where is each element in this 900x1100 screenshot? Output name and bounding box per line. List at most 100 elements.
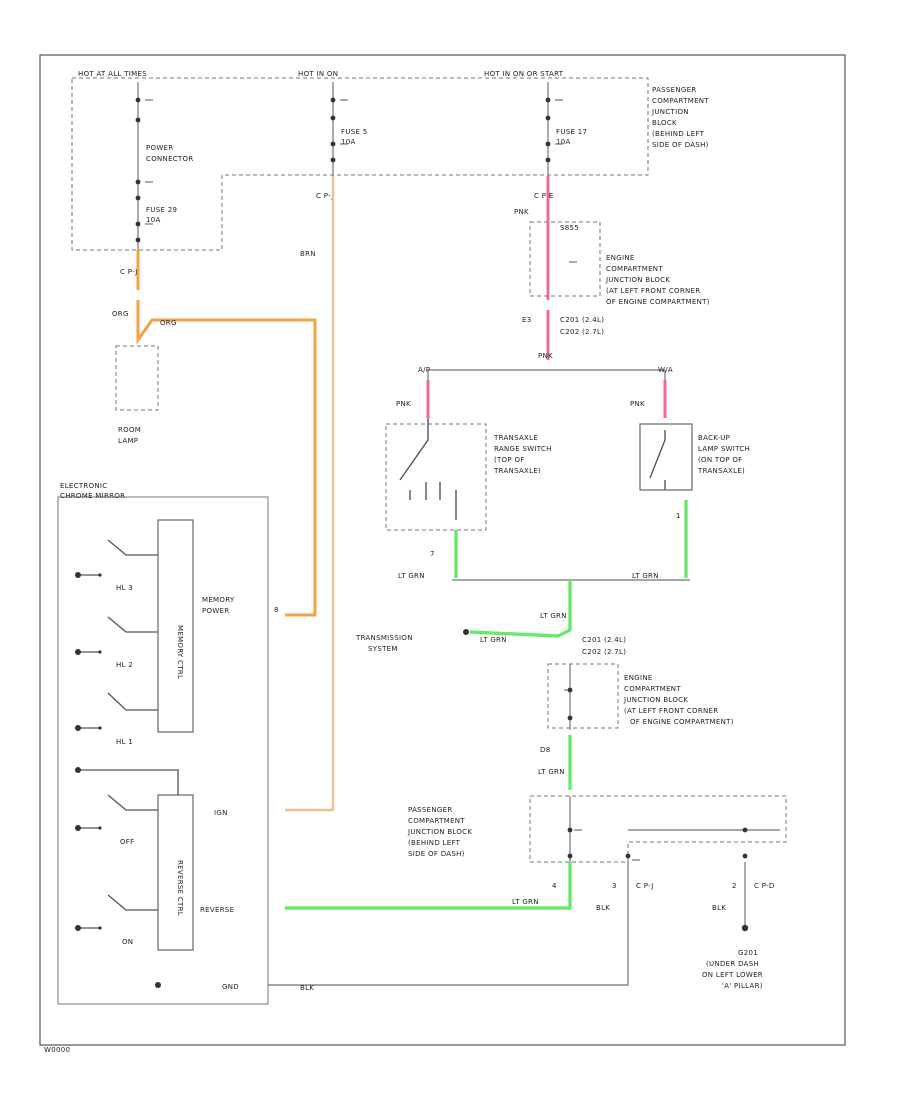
label-ecm-title: ELECTRONIC CHROME MIRROR: [60, 482, 125, 500]
label-dome-lamp: ROOM LAMP: [118, 426, 144, 445]
ecjb-2-box: [547, 663, 619, 729]
pcjb-bottom-node-c: [742, 827, 748, 833]
label-pin-4: 4: [552, 882, 557, 890]
label-ground: GND: [222, 983, 239, 991]
mirror-switches: [78, 539, 179, 929]
label-c-p-j: C P-J: [636, 882, 654, 890]
label-lt-grn-4: LT GRN: [480, 636, 507, 644]
conn-label-1: C P-J: [120, 268, 138, 276]
conn-label-3: C P-E: [534, 192, 554, 200]
label-pin-1: 1: [676, 512, 681, 520]
bus-2-node-d: [330, 157, 336, 163]
bus-1-node-f: [135, 237, 141, 243]
wire-orange-main: [136, 250, 317, 617]
label-transmission-system: TRANSMISSION SYSTEM: [355, 634, 415, 653]
label-blk-3: BLK: [300, 984, 314, 992]
label-pin-2: 2: [732, 882, 737, 890]
label-blk-1: BLK: [596, 904, 610, 912]
label-lt-grn-2: LT GRN: [632, 572, 659, 580]
label-lt-grn-6: LT GRN: [512, 898, 539, 906]
label-pin-e3: E3: [522, 316, 531, 324]
label-hot-in-on-or-start: HOT IN ON OR START: [484, 70, 564, 78]
pcjb-top-outline: [71, 77, 649, 251]
bus-1-node-d: [135, 195, 141, 201]
conn-label-2: C P-J: [316, 192, 334, 200]
label-lt-grn-3: LT GRN: [540, 612, 567, 620]
label-blk-2: BLK: [712, 904, 726, 912]
backup-lamp-switch-box: [639, 423, 693, 491]
label-wire-org-2: ORG: [160, 319, 177, 327]
label-fuse-5: FUSE 5 10A: [341, 128, 370, 146]
label-hot-at-all-times: HOT AT ALL TIMES: [78, 70, 147, 78]
label-reverse-ctrl: REVERSE CTRL: [176, 860, 184, 916]
bus-3-node-a: [545, 97, 551, 103]
bus-1-node-c: [135, 179, 141, 185]
label-pin-8: 8: [274, 606, 279, 614]
label-pnk-left: PNK: [396, 400, 411, 408]
dome-lamp-box: [115, 345, 159, 411]
label-pin-wa: W/A: [658, 366, 673, 374]
label-hot-in-on: HOT IN ON: [298, 70, 338, 78]
label-c-p-d: C P-D: [754, 882, 775, 890]
wire-green-trunk: [469, 580, 572, 638]
bus-2-node-c: [330, 141, 336, 147]
wire-green-mirror: [285, 862, 572, 910]
diagram-id: W0000: [44, 1046, 70, 1054]
label-d8: D8: [540, 746, 550, 754]
label-pcjb-bottom: PASSENGER COMPARTMENT JUNCTION BLOCK (BE…: [407, 806, 475, 858]
pcjb-bottom-node-b: [567, 853, 573, 859]
label-lt-grn-5: LT GRN: [538, 768, 565, 776]
label-hl2: HL 2: [116, 661, 133, 669]
ecjb-1-box: [529, 221, 601, 297]
label-pin-ap: A/P: [418, 366, 430, 374]
label-lt-grn-1: LT GRN: [398, 572, 425, 580]
label-c201-bottom: C201 (2.4L): [582, 636, 626, 644]
bus-1-node-e: [135, 221, 141, 227]
ecjb-2-node-b: [567, 715, 573, 721]
pcjb-bottom-node-a: [567, 827, 573, 833]
bus-3-node-d: [545, 157, 551, 163]
label-on: ON: [122, 938, 133, 946]
bus-2-node-b: [330, 115, 336, 121]
label-pnk-bus: PNK: [538, 352, 553, 360]
bus-3-node-c: [545, 141, 551, 147]
trans-range-switch-box: [385, 423, 487, 531]
label-ecjb-2: ENGINE COMPARTMENT JUNCTION BLOCK (AT LE…: [623, 674, 734, 726]
label-reverse: REVERSE: [200, 906, 234, 914]
bus-1-node-b: [135, 117, 141, 123]
label-power-connector: POWER CONNECTOR: [146, 144, 194, 163]
backup-lamp-switch-contact: [649, 430, 666, 490]
label-ignition: IGN: [214, 809, 228, 817]
bus-1-node-a: [135, 97, 141, 103]
label-ecjb-1: ENGINE COMPARTMENT JUNCTION BLOCK (AT LE…: [605, 254, 710, 306]
mirror-switch-dots: [75, 572, 161, 988]
label-backup-lamp-switch: BACK-UP LAMP SWITCH (ON TOP OF TRANSAXLE…: [697, 434, 753, 475]
label-off: OFF: [120, 838, 134, 846]
label-hl3: HL 3: [116, 584, 133, 592]
label-c202-bottom: C202 (2.7L): [582, 648, 626, 656]
wire-black-ground: [160, 862, 629, 986]
ecjb-2-node-a: [567, 687, 573, 693]
label-memory-ctrl: MEMORY CTRL: [176, 625, 184, 679]
label-pnk-right: PNK: [630, 400, 645, 408]
label-trans-range-switch: TRANSAXLE RANGE SWITCH (TOP OF TRANSAXLE…: [493, 434, 554, 475]
label-wire-brn: BRN: [300, 250, 316, 258]
label-pcjb-top: PASSENGER COMPARTMENT JUNCTION BLOCK (BE…: [651, 86, 711, 149]
label-splice-top: S855: [560, 224, 579, 232]
diagram-frame: [39, 54, 846, 1046]
wire-tan-main: [285, 176, 335, 812]
label-g201: G201 (UNDER DASH ON LEFT LOWER 'A' PILLA…: [702, 949, 766, 990]
label-pin-7: 7: [430, 550, 435, 558]
g201-dot: [741, 924, 749, 932]
label-wire-org-1: ORG: [112, 310, 129, 318]
label-c201-top: C201 (2.4L): [560, 316, 604, 324]
reverse-ctrl-block: [157, 794, 194, 951]
wire-gray-bus: [427, 369, 666, 380]
trans-range-switch-contacts: [399, 418, 457, 520]
transmission-system-dot: [463, 629, 469, 635]
label-fuse-29: FUSE 29 10A: [146, 206, 180, 224]
pcjb-bottom-node-d: [625, 853, 631, 859]
bus-2-node-a: [330, 97, 336, 103]
label-fuse-17: FUSE 17 10A: [556, 128, 590, 146]
